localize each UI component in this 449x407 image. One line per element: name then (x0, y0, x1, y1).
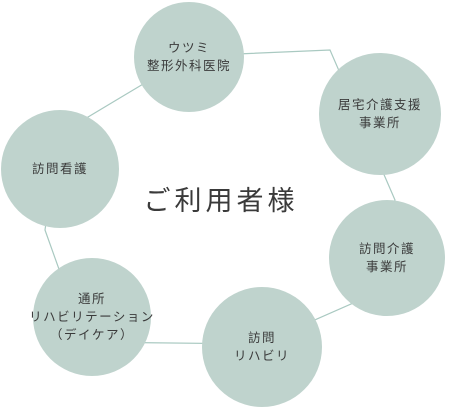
node-home-care: 訪問介護 事業所 (329, 200, 445, 316)
node-day-care-line2: リハビリテーション (29, 308, 155, 324)
node-home-nursing-line1: 訪問看護 (31, 160, 88, 176)
node-clinic: ウツミ 整形外科医院 (134, 2, 244, 112)
node-day-care: 通所 リハビリテーション （デイケア） (29, 258, 153, 376)
node-clinic-line2: 整形外科医院 (146, 58, 231, 73)
node-day-care-line1: 通所 (77, 290, 106, 306)
node-care-support-line1: 居宅介護支援 (337, 96, 422, 112)
center-label: ご利用者様 (143, 186, 299, 217)
node-day-care-line3: （デイケア） (49, 327, 134, 343)
node-home-rehab-line2: リハビリ (233, 348, 290, 363)
node-home-nursing: 訪問看護 (1, 110, 119, 228)
node-home-rehab: 訪問 リハビリ (202, 287, 322, 407)
node-home-rehab-line1: 訪問 (247, 329, 276, 345)
node-home-care-line2: 事業所 (365, 259, 408, 274)
node-clinic-line1: ウツミ (167, 39, 210, 55)
node-care-support: 居宅介護支援 事業所 (319, 53, 441, 175)
node-home-care-line1: 訪問介護 (358, 240, 415, 256)
node-care-support-line2: 事業所 (358, 115, 401, 130)
